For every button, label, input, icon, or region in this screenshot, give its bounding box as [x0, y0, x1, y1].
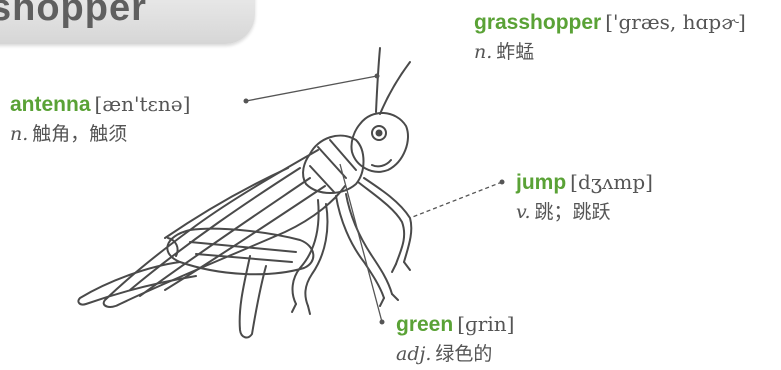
label-green: green[ɡrin] adj.绿色的 [396, 312, 514, 366]
leader-antenna [246, 76, 377, 101]
front-leg-1 [358, 182, 404, 264]
meaning-grasshopper: 蚱蜢 [496, 41, 534, 63]
gloss-grasshopper: n.蚱蜢 [474, 37, 746, 64]
antenna-left [376, 48, 380, 112]
antenna-right [380, 62, 410, 114]
word-green: green [396, 313, 453, 336]
label-jump: jump[dʒʌmp] v.跳；跳跃 [516, 170, 653, 224]
ipa-jump: [dʒʌmp] [570, 170, 653, 194]
ipa-green: [ɡrin] [457, 312, 514, 336]
word-jump: jump [516, 171, 566, 194]
label-grasshopper: grasshopper['græs, hɑpɚ] n.蚱蜢 [474, 10, 746, 64]
label-antenna: antenna[æn'tɛnə] n.触角，触须 [10, 92, 190, 146]
gloss-green: adj.绿色的 [396, 339, 514, 366]
front-leg-2 [336, 196, 384, 298]
word-grasshopper: grasshopper [474, 11, 601, 34]
pos-grasshopper: n. [474, 41, 492, 63]
ipa-antenna: [æn'tɛnə] [95, 92, 191, 116]
pos-jump: v. [516, 201, 531, 223]
meaning-green: 绿色的 [435, 343, 492, 365]
meaning-jump: 跳；跳跃 [535, 201, 611, 223]
gloss-jump: v.跳；跳跃 [516, 197, 653, 224]
meaning-antenna: 触角，触须 [32, 123, 127, 145]
word-antenna: antenna [10, 93, 91, 116]
gloss-antenna: n.触角，触须 [10, 119, 190, 146]
leader-jump [410, 182, 502, 218]
pos-antenna: n. [10, 123, 28, 145]
ipa-grasshopper: ['græs, hɑpɚ] [605, 10, 746, 34]
leader-green [340, 164, 382, 322]
pos-green: adj. [396, 343, 431, 365]
head [351, 113, 408, 172]
